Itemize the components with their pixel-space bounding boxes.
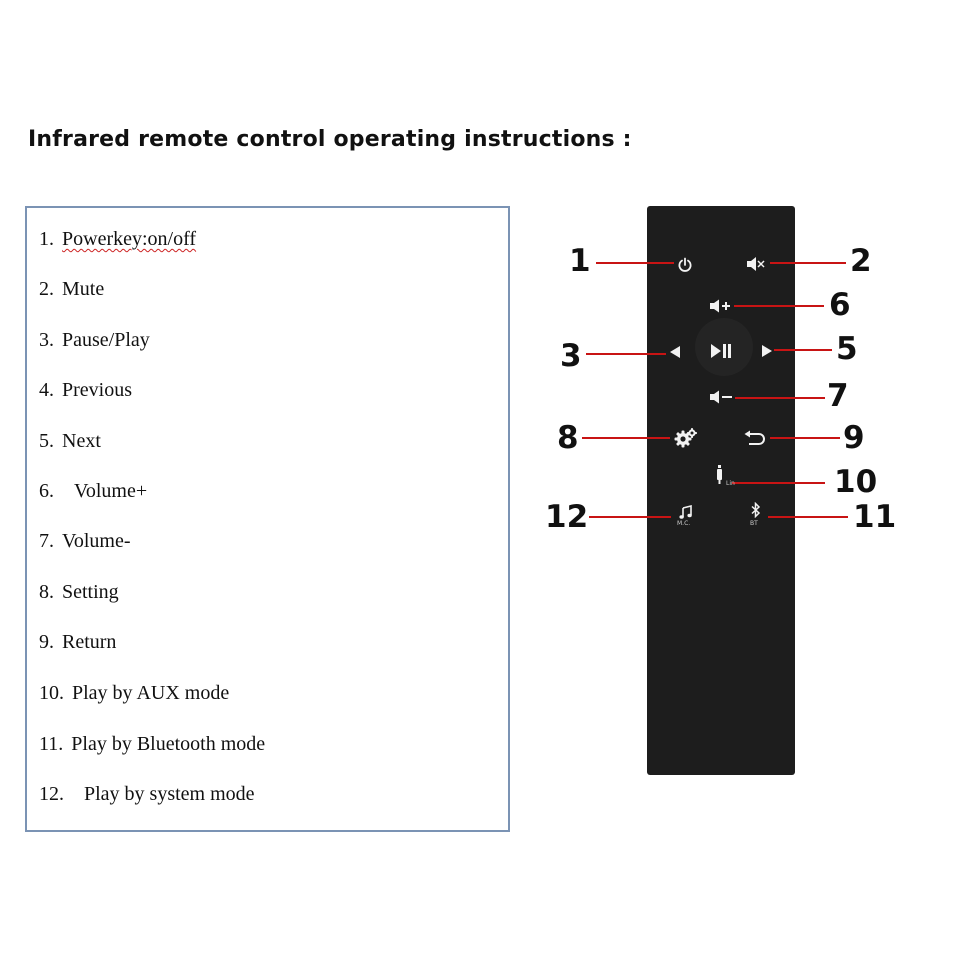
list-item-text: Powerkey:on/off bbox=[62, 228, 197, 250]
callout-line-3 bbox=[586, 353, 666, 355]
list-item-number: 8. bbox=[39, 581, 54, 603]
mute-button[interactable] bbox=[741, 249, 771, 279]
list-item-text: Play by AUX mode bbox=[72, 682, 230, 704]
aux-sub-label: Lin bbox=[726, 480, 735, 487]
power-button[interactable] bbox=[670, 250, 700, 280]
list-item-text: Setting bbox=[62, 581, 119, 603]
list-item-number: 6. bbox=[39, 480, 54, 502]
callout-number-6: 6 bbox=[829, 287, 851, 323]
list-item-number: 11. bbox=[39, 733, 64, 755]
bluetooth-mode-button[interactable] bbox=[741, 495, 771, 525]
callout-number-3: 3 bbox=[560, 338, 582, 374]
bluetooth-icon bbox=[751, 502, 761, 518]
list-item-number: 3. bbox=[39, 329, 54, 351]
list-item-text: Mute bbox=[62, 278, 105, 300]
callout-line-5 bbox=[774, 349, 832, 351]
music-note-icon bbox=[679, 505, 692, 519]
callout-line-12 bbox=[589, 516, 671, 518]
next-button[interactable] bbox=[752, 336, 782, 366]
callout-number-10: 10 bbox=[834, 464, 878, 500]
list-item: 5. Next bbox=[39, 430, 101, 453]
list-item-number: 9. bbox=[39, 631, 54, 653]
list-item: 4. Previous bbox=[39, 379, 132, 402]
volume-up-button[interactable] bbox=[705, 291, 735, 321]
list-item: 11. Play by Bluetooth mode bbox=[39, 733, 265, 756]
list-item-number: 1. bbox=[39, 228, 54, 250]
callout-line-6 bbox=[734, 305, 824, 307]
list-item-text: Volume+ bbox=[74, 480, 148, 502]
setting-button[interactable] bbox=[671, 423, 701, 453]
power-icon bbox=[678, 257, 692, 272]
list-item: 1. Powerkey:on/off bbox=[39, 228, 196, 251]
volume-down-icon bbox=[710, 390, 732, 404]
list-item-text: Play by system mode bbox=[84, 783, 255, 805]
triangle-right-icon bbox=[762, 345, 772, 357]
instructions-list-box: 1. Powerkey:on/off 2. Mute 3. Pause/Play 4.… bbox=[25, 206, 510, 832]
system-mode-button[interactable] bbox=[671, 497, 701, 527]
list-item-text: Return bbox=[62, 631, 117, 653]
callout-line-1 bbox=[596, 262, 674, 264]
list-item: 10. Play by AUX mode bbox=[39, 682, 229, 705]
list-item-number: 12. bbox=[39, 783, 64, 805]
callout-line-2 bbox=[770, 262, 846, 264]
callout-number-12: 12 bbox=[545, 499, 589, 535]
play-pause-icon bbox=[711, 344, 731, 358]
callout-number-5: 5 bbox=[836, 331, 858, 367]
list-item: 8. Setting bbox=[39, 581, 119, 604]
aux-icon bbox=[717, 465, 722, 484]
volume-down-button[interactable] bbox=[706, 382, 736, 412]
list-item-text: Next bbox=[62, 430, 101, 452]
system-sub-label: M.C. bbox=[677, 520, 691, 527]
aux-mode-button[interactable] bbox=[705, 460, 735, 490]
previous-button[interactable] bbox=[660, 337, 690, 367]
bluetooth-sub-label: BT bbox=[750, 520, 758, 527]
list-item: 9. Return bbox=[39, 631, 116, 654]
triangle-left-icon bbox=[670, 346, 680, 358]
volume-up-icon bbox=[710, 299, 730, 313]
page-title: Infrared remote control operating instru… bbox=[28, 127, 632, 152]
callout-line-9 bbox=[770, 437, 840, 439]
list-item-number: 7. bbox=[39, 530, 54, 552]
return-button[interactable] bbox=[740, 423, 770, 453]
callout-number-2: 2 bbox=[850, 243, 872, 279]
callout-number-8: 8 bbox=[557, 420, 579, 456]
callout-number-9: 9 bbox=[843, 420, 865, 456]
list-item: 12. Play by system mode bbox=[39, 783, 255, 806]
callout-number-11: 11 bbox=[853, 499, 897, 535]
callout-number-1: 1 bbox=[569, 243, 591, 279]
list-item-number: 10. bbox=[39, 682, 64, 704]
mute-icon bbox=[747, 257, 765, 271]
list-item: 3. Pause/Play bbox=[39, 329, 150, 352]
list-item: 6. Volume+ bbox=[39, 480, 147, 503]
list-item-text: Play by Bluetooth mode bbox=[71, 733, 266, 755]
return-icon bbox=[744, 430, 765, 445]
list-item-text: Volume- bbox=[62, 530, 131, 552]
callout-line-11 bbox=[768, 516, 848, 518]
list-item: 7. Volume- bbox=[39, 530, 131, 553]
play-pause-button[interactable] bbox=[706, 336, 736, 366]
gear-icon bbox=[674, 428, 697, 448]
callout-number-7: 7 bbox=[827, 378, 849, 414]
callout-line-10 bbox=[732, 482, 825, 484]
callout-line-7 bbox=[735, 397, 825, 399]
list-item-number: 4. bbox=[39, 379, 54, 401]
list-item-number: 2. bbox=[39, 278, 54, 300]
list-item-text: Pause/Play bbox=[62, 329, 150, 351]
list-item-text: Previous bbox=[62, 379, 132, 401]
remote-control-body bbox=[647, 206, 795, 775]
list-item-number: 5. bbox=[39, 430, 54, 452]
list-item: 2. Mute bbox=[39, 278, 104, 301]
callout-line-8 bbox=[582, 437, 670, 439]
